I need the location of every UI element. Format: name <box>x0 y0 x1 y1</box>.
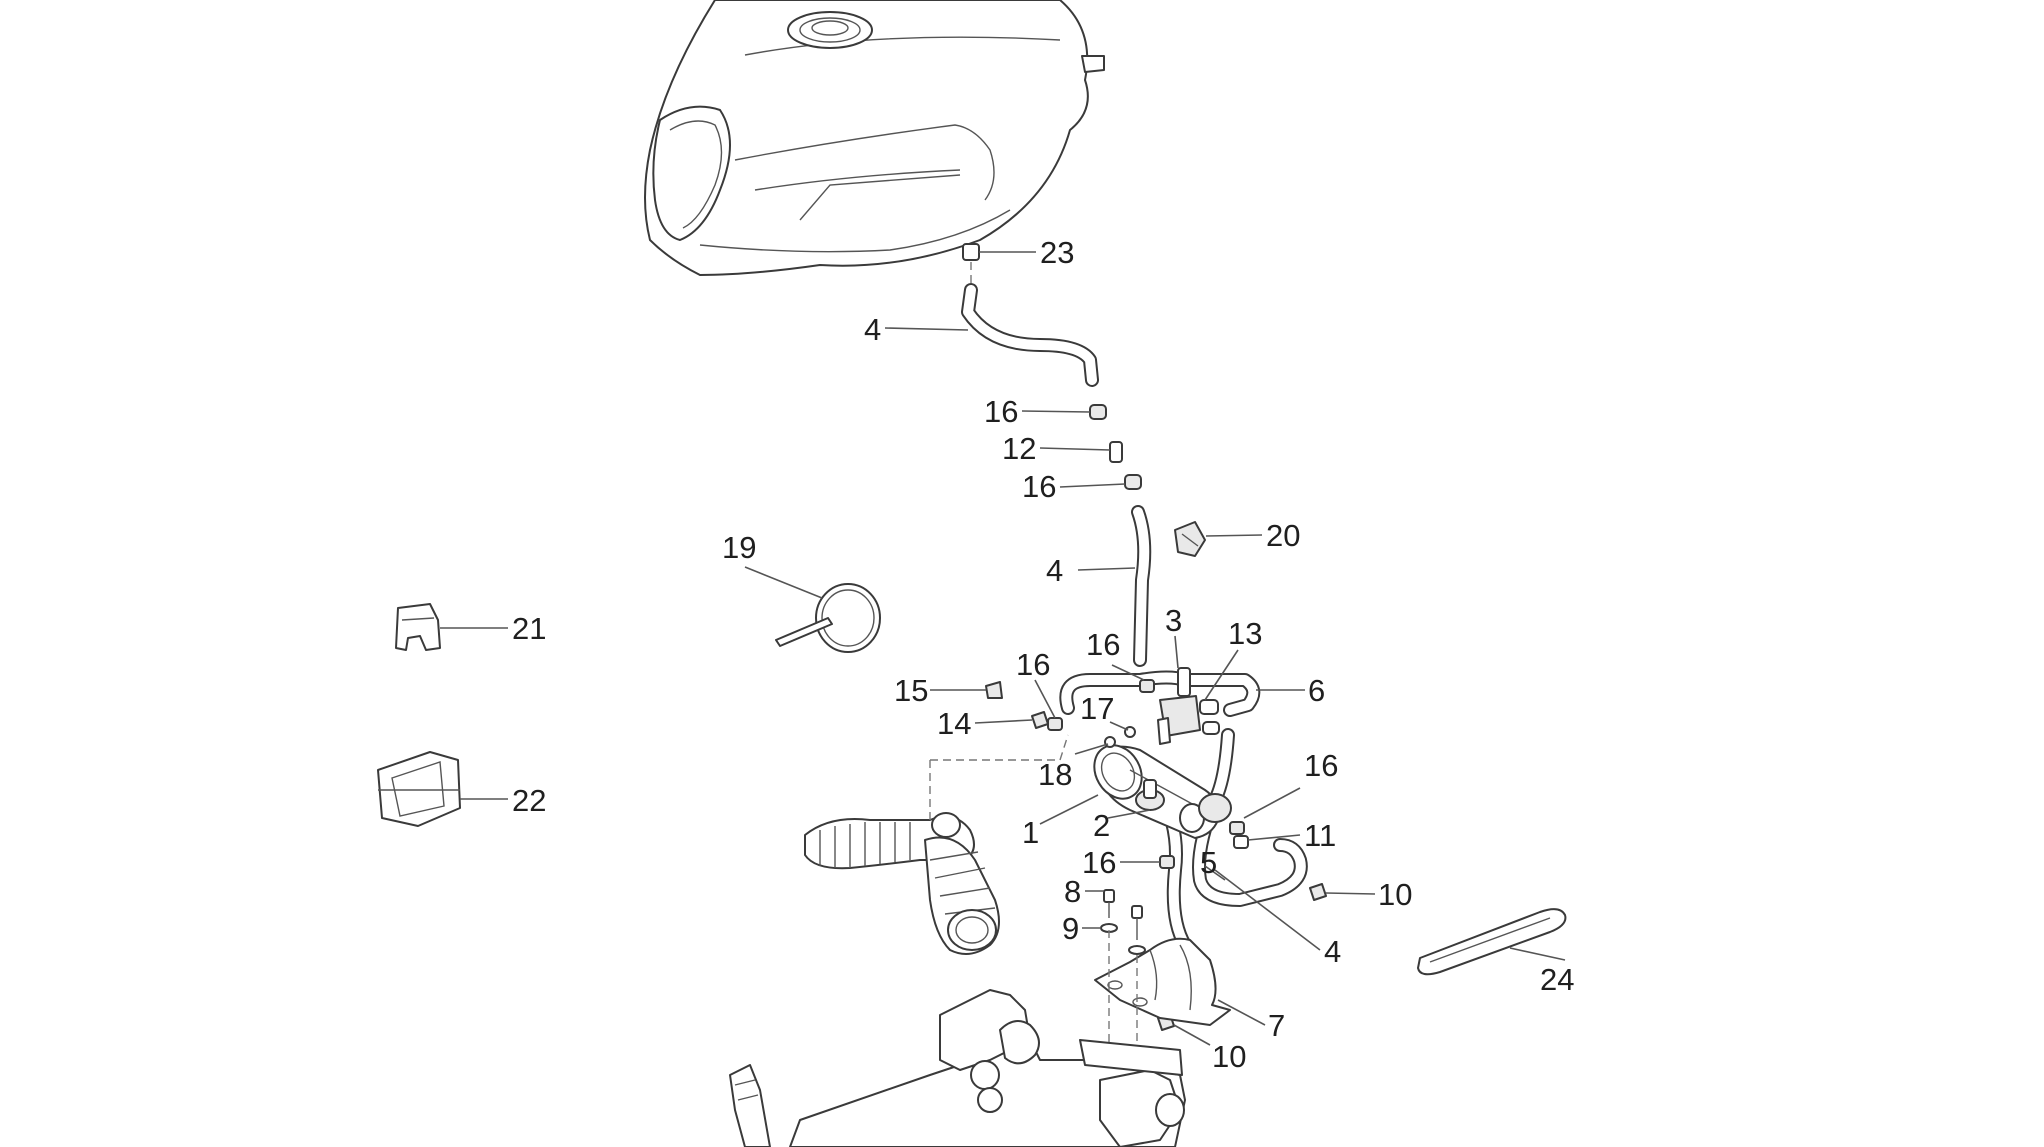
connector-11 <box>1233 835 1249 849</box>
callout-11: 11 <box>1304 818 1336 853</box>
connector-13b <box>1202 721 1220 735</box>
callout-23: 23 <box>1040 235 1074 270</box>
connector-13 <box>1199 699 1219 715</box>
breather-hose-upper <box>961 283 1099 387</box>
purge-valve-3 <box>1157 667 1201 745</box>
callout-19: 19 <box>722 530 756 565</box>
clip-21 <box>395 603 441 651</box>
callout-17: 17 <box>1080 691 1114 726</box>
callout-10-right: 10 <box>1378 877 1412 912</box>
cap-15 <box>985 681 1003 699</box>
callout-9: 9 <box>1062 911 1079 946</box>
callout-16-c: 16 <box>1016 647 1050 682</box>
washer-18 <box>1104 736 1116 748</box>
callout-15: 15 <box>894 673 928 708</box>
clamp-16-f <box>1159 855 1175 869</box>
callout-24: 24 <box>1540 962 1574 997</box>
callout-1: 1 <box>1022 815 1039 850</box>
washer-9b <box>1128 945 1146 955</box>
callout-4-top: 4 <box>864 312 881 347</box>
clamp-16-b <box>1124 474 1142 490</box>
bolts-8 <box>1103 889 1143 940</box>
callout-16-e: 16 <box>1304 748 1338 783</box>
callout-4-middle: 4 <box>1046 553 1063 588</box>
callout-6: 6 <box>1308 673 1325 708</box>
callout-4-bottom: 4 <box>1324 934 1341 969</box>
hose-24 <box>1417 908 1567 976</box>
callout-5: 5 <box>1200 845 1217 880</box>
callout-7: 7 <box>1268 1008 1285 1043</box>
leader-lines <box>440 251 1566 1046</box>
callout-22: 22 <box>512 783 546 818</box>
callout-labels: 23 4 16 12 16 20 19 4 21 3 13 16 16 6 15… <box>512 235 1574 1074</box>
callout-13: 13 <box>1228 616 1262 651</box>
connector-12 <box>1109 441 1123 463</box>
callout-16-f: 16 <box>1082 845 1116 880</box>
callout-16-d: 16 <box>1086 627 1120 662</box>
callout-3: 3 <box>1165 603 1182 638</box>
callout-8: 8 <box>1064 874 1081 909</box>
bracket-7 <box>1094 937 1231 1026</box>
clip-20 <box>1174 521 1206 557</box>
frame <box>729 989 1186 1147</box>
callout-12: 12 <box>1002 431 1036 466</box>
breather-hose-middle <box>1131 505 1152 667</box>
callout-21: 21 <box>512 611 546 646</box>
nut-10-a <box>1309 883 1327 901</box>
holder-22 <box>377 751 461 827</box>
callout-16-a: 16 <box>984 394 1018 429</box>
hose-fitting-23 <box>962 243 980 261</box>
callout-16-b: 16 <box>1022 469 1056 504</box>
cable-tie-19 <box>775 583 881 653</box>
callout-18: 18 <box>1038 757 1072 792</box>
clamp-16-d <box>1139 679 1155 693</box>
callout-10-bottom: 10 <box>1212 1039 1246 1074</box>
callout-14: 14 <box>937 706 971 741</box>
clip-14 <box>1031 711 1049 729</box>
clamp-16-c <box>1047 717 1063 731</box>
clamp-16-a <box>1089 404 1107 420</box>
callout-20: 20 <box>1266 518 1300 553</box>
intake-boots <box>804 812 1000 955</box>
clamp-16-e <box>1229 821 1245 835</box>
callout-2: 2 <box>1093 808 1110 843</box>
fuel-tank <box>644 0 1105 276</box>
